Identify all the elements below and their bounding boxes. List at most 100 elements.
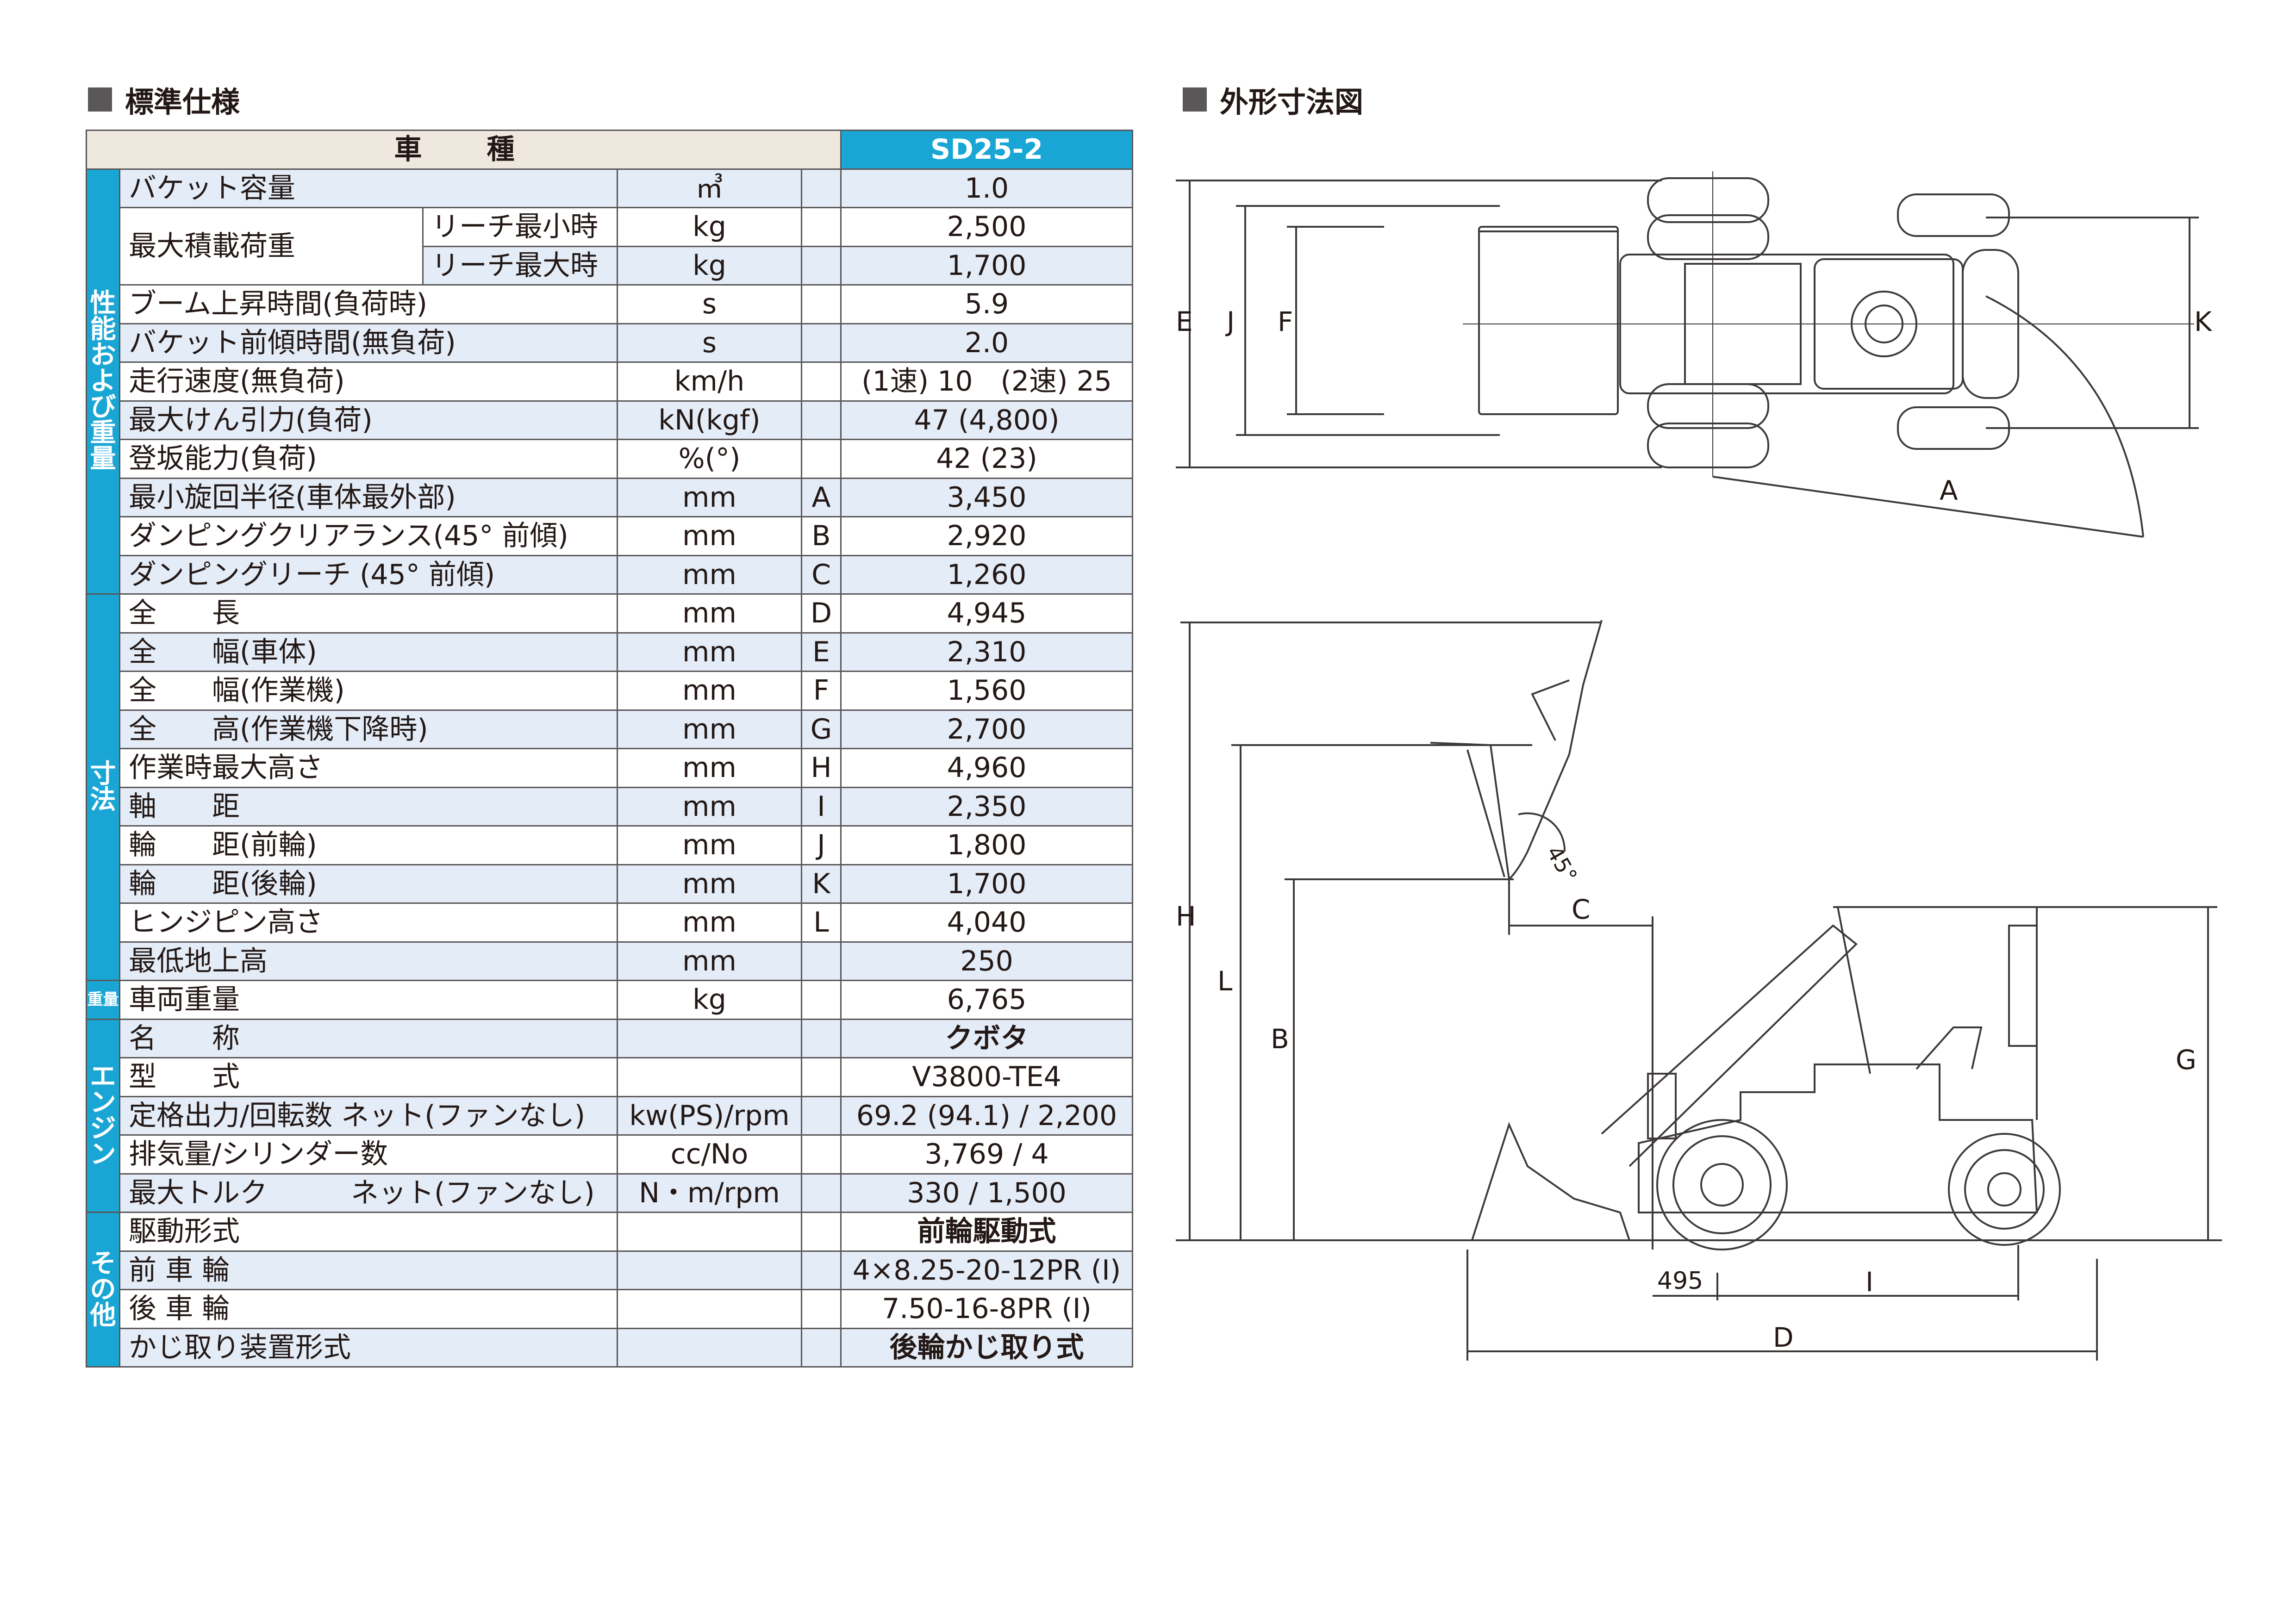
- row-code: C: [800, 554, 842, 595]
- label-K: K: [2194, 306, 2213, 337]
- row-unit: [617, 1250, 802, 1290]
- row-code: A: [800, 477, 842, 517]
- row-code: [800, 284, 842, 324]
- row-item: 最大積載荷重: [119, 207, 424, 286]
- row-value: 47 (4,800): [840, 400, 1134, 440]
- row-item: 作業時最大高さ: [119, 748, 618, 788]
- row-unit: s: [617, 284, 802, 324]
- row-item: 最大けん引力(負荷): [119, 400, 618, 440]
- table-row: ヒンジピン高さ mm L 4,040: [87, 902, 1134, 943]
- table-row: 性能および重量 バケット容量 ㎥ 1.0: [86, 168, 1134, 595]
- row-subitem: リーチ最小時: [422, 207, 618, 247]
- row-code: [800, 1018, 842, 1058]
- row-unit: %(°): [617, 439, 802, 479]
- table-row: 最低地上高 mm 250: [87, 941, 1134, 981]
- category-other: その他: [86, 1212, 120, 1368]
- label-H: H: [1176, 901, 1196, 932]
- row-code: [800, 245, 842, 286]
- table-row: 排気量/シリンダー数 cc/No 3,769 / 4: [87, 1134, 1134, 1175]
- row-unit: mm: [617, 671, 802, 711]
- row-value: 4,960: [840, 748, 1134, 788]
- label-D: D: [1773, 1322, 1794, 1353]
- row-code: L: [800, 902, 842, 943]
- label-I: I: [1866, 1266, 1873, 1298]
- row-code: [800, 1289, 842, 1329]
- row-code: [800, 941, 842, 981]
- row-code: [800, 1250, 842, 1290]
- table-row: 軸 距 mm I 2,350: [87, 786, 1134, 827]
- label-E: E: [1176, 306, 1193, 337]
- category-performance: 性能および重量: [86, 168, 120, 595]
- row-item: 後 車 輪: [119, 1289, 618, 1329]
- row-unit: cc/No: [617, 1134, 802, 1175]
- row-code: [800, 1173, 842, 1213]
- row-unit: mm: [617, 941, 802, 981]
- row-code: [800, 1212, 842, 1252]
- label-A: A: [1940, 475, 1958, 506]
- row-value: 1,560: [840, 671, 1134, 711]
- row-unit: s: [617, 323, 802, 363]
- row-code: [800, 1057, 842, 1097]
- row-unit: mm: [617, 632, 802, 672]
- row-item: 型 式: [119, 1057, 618, 1097]
- row-item: 車両重量: [119, 980, 618, 1020]
- row-code: B: [800, 516, 842, 556]
- row-item: 最小旋回半径(車体最外部): [119, 477, 618, 517]
- row-item: ブーム上昇時間(負荷時): [119, 284, 618, 324]
- table-row: 全 高(作業機下降時) mm G 2,700: [87, 709, 1134, 749]
- row-code: [800, 400, 842, 440]
- row-code: I: [800, 786, 842, 827]
- row-unit: mm: [617, 516, 802, 556]
- row-code: J: [800, 825, 842, 865]
- row-item: 軸 距: [119, 786, 618, 827]
- row-item: 名 称: [119, 1018, 618, 1058]
- table-row: 前 車 輪 4×8.25-20-12PR (I): [87, 1250, 1134, 1290]
- row-value: 7.50-16-8PR (I): [840, 1289, 1134, 1329]
- row-unit: mm: [617, 786, 802, 827]
- row-item: かじ取り装置形式: [119, 1327, 618, 1368]
- row-code: [800, 1134, 842, 1175]
- table-row: 重量 車両重量 kg 6,765: [86, 980, 1134, 1020]
- label-495: 495: [1657, 1267, 1703, 1295]
- row-unit: mm: [617, 748, 802, 788]
- row-unit: kg: [617, 207, 802, 247]
- row-value: 4,040: [840, 902, 1134, 943]
- row-item: 最低地上高: [119, 941, 618, 981]
- row-value: 1,800: [840, 825, 1134, 865]
- category-dimensions: 寸法: [86, 593, 120, 981]
- row-unit: mm: [617, 593, 802, 634]
- row-unit: [617, 1057, 802, 1097]
- row-unit: mm: [617, 902, 802, 943]
- table-row: 寸法 全 長 mm D 4,945: [86, 593, 1134, 981]
- table-row: ブーム上昇時間(負荷時) s 5.9: [87, 284, 1134, 324]
- row-subitem: リーチ最大時: [422, 245, 618, 286]
- row-unit: [617, 1327, 802, 1368]
- row-unit: mm: [617, 477, 802, 517]
- row-unit: N・m/rpm: [617, 1173, 802, 1213]
- row-item: 定格出力/回転数 ネット(ファンなし): [119, 1095, 618, 1136]
- row-code: [800, 323, 842, 363]
- label-B: B: [1271, 1023, 1289, 1055]
- table-row: 最大積載荷重 リーチ最小時 kg 2,500: [87, 207, 1134, 286]
- table-row: 定格出力/回転数 ネット(ファンなし) kw(PS)/rpm 69.2 (94.…: [87, 1095, 1134, 1136]
- square-bullet-icon: [88, 87, 112, 112]
- row-value: V3800-TE4: [840, 1057, 1134, 1097]
- header-model: SD25-2: [840, 130, 1134, 170]
- row-value: 330 / 1,500: [840, 1173, 1134, 1213]
- category-weight: 重量: [86, 980, 120, 1020]
- row-value: 2,920: [840, 516, 1134, 556]
- row-value: 69.2 (94.1) / 2,200: [840, 1095, 1134, 1136]
- row-code: G: [800, 709, 842, 749]
- row-value: (1速) 10 (2速) 25: [840, 361, 1134, 402]
- row-code: [800, 168, 842, 208]
- row-item: 全 高(作業機下降時): [119, 709, 618, 749]
- row-item: 最大トルク ネット(ファンなし): [119, 1173, 618, 1213]
- label-C: C: [1572, 894, 1591, 925]
- side-view-diagram: H L B G C D I 495 45°: [1176, 620, 2222, 1361]
- spec-heading: 標準仕様: [88, 79, 240, 120]
- table-row: リーチ最大時 kg 1,700: [87, 245, 1134, 286]
- table-row: 最大トルク ネット(ファンなし) N・m/rpm 330 / 1,500: [87, 1173, 1134, 1213]
- row-code: K: [800, 864, 842, 904]
- row-unit: mm: [617, 825, 802, 865]
- dimension-heading-text: 外形寸法図: [1220, 85, 1364, 119]
